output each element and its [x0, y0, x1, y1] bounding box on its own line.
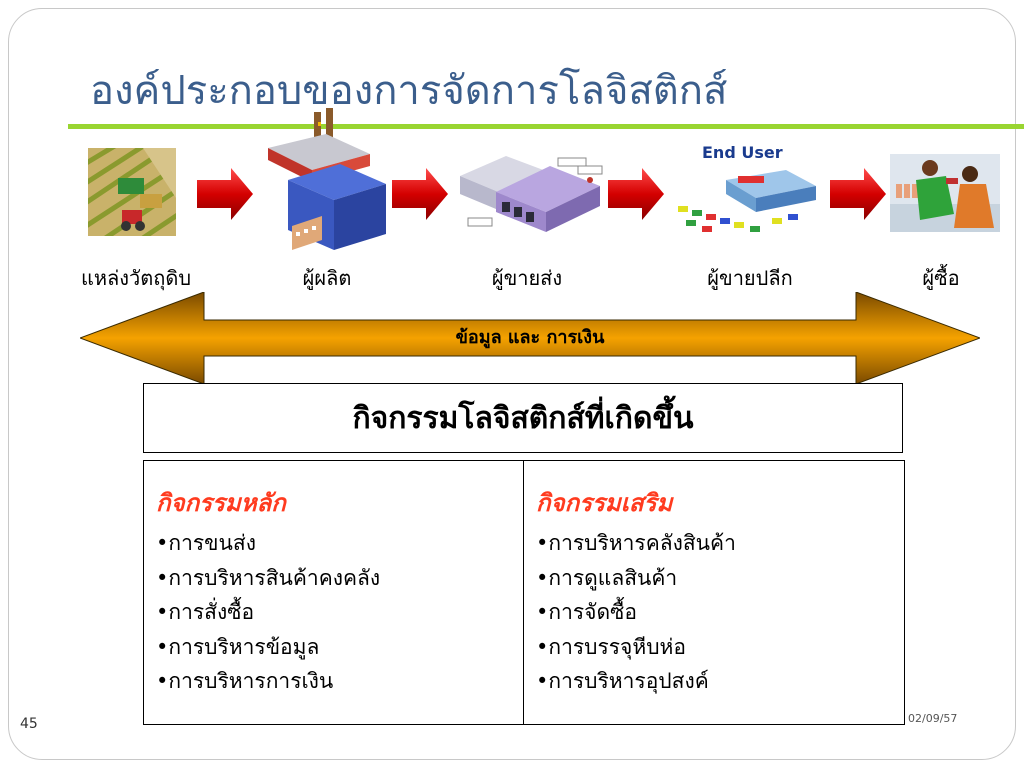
flow-arrow-3 [608, 168, 664, 220]
warehouse-icon [460, 156, 603, 232]
slide-title: องค์ประกอบของการจัดการโลจิสติกส์ [90, 68, 728, 114]
list-item: •การดูแลสินค้า [536, 565, 678, 590]
list-item: •การขนส่ง [156, 531, 256, 555]
primary-activities-box: กิจกรรมหลัก •การขนส่ง •การบริหารสินค้าคง… [143, 460, 525, 725]
stage-label-raw-materials: แหล่งวัตถุดิบ [80, 266, 192, 290]
end-user-label: End User [702, 143, 783, 162]
list-item: •การบริหารการเงิน [156, 669, 334, 693]
slide-date: 02/09/57 [908, 712, 958, 725]
flow-arrow-2 [392, 168, 448, 220]
list-item: •การสั่งซื้อ [156, 600, 255, 624]
flow-arrow-4 [830, 168, 886, 220]
title-underline [68, 124, 1024, 129]
information-finance-flow-arrow [80, 292, 980, 384]
list-item: •การบริหารสินค้าคงคลัง [156, 565, 381, 590]
list-item: •การบริหารข้อมูล [156, 634, 320, 659]
stage-label-retailer: ผู้ขายปลีก [707, 266, 793, 290]
activities-heading-box: กิจกรรมโลจิสติกส์ที่เกิดขึ้น [143, 383, 903, 453]
farm-harvester-icon [88, 148, 176, 236]
shoppers-icon [890, 154, 1000, 232]
support-activities-box: กิจกรรมเสริม •การบริหารคลังสินค้า •การดู… [523, 460, 905, 725]
stage-label-buyer: ผู้ซื้อ [922, 266, 960, 290]
activities-heading: กิจกรรมโลจิสติกส์ที่เกิดขึ้น [352, 400, 694, 436]
support-activities-title: กิจกรรมเสริม [536, 489, 673, 517]
list-item: •การบรรจุหีบห่อ [536, 634, 686, 659]
retail-store-icon [678, 170, 816, 232]
flow-label: ข้อมูล และ การเงิน [455, 327, 605, 348]
stage-label-manufacturer: ผู้ผลิต [302, 266, 352, 290]
stage-label-wholesaler: ผู้ขายส่ง [491, 266, 563, 290]
list-item: •การบริหารอุปสงค์ [536, 669, 709, 693]
list-item: •การบริหารคลังสินค้า [536, 531, 736, 555]
primary-activities-title: กิจกรรมหลัก [156, 489, 286, 517]
page-number: 45 [20, 716, 38, 732]
list-item: •การจัดซื้อ [536, 600, 637, 624]
flow-arrow-1 [197, 168, 253, 220]
factory-icon [268, 108, 386, 250]
